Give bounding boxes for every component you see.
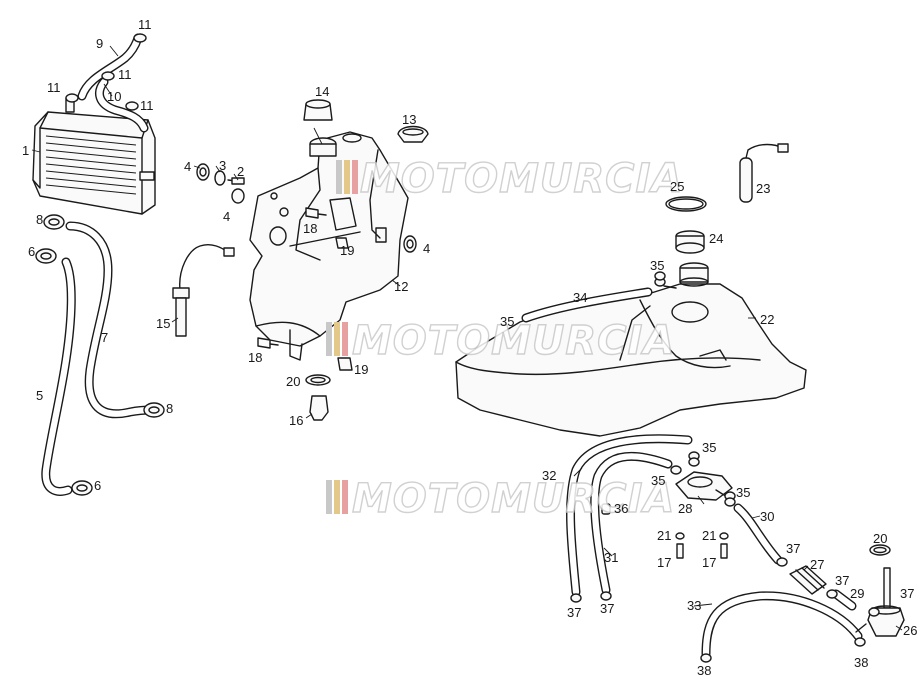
- label-37d: 37: [835, 573, 849, 588]
- label-35c: 35: [702, 440, 716, 455]
- label-11b: 11: [118, 67, 132, 82]
- label-23: 23: [756, 181, 770, 196]
- fuel-sender: [739, 143, 789, 203]
- label-33: 33: [687, 598, 701, 613]
- hose-clamps: [35, 214, 165, 496]
- radiator-hoses-upper: [77, 33, 149, 133]
- label-35a: 35: [650, 258, 664, 273]
- label-11a: 11: [138, 17, 152, 32]
- label-32: 32: [542, 468, 556, 483]
- label-17a: 17: [657, 555, 671, 570]
- watermark-text-middle: MOTOMURCIA: [352, 318, 675, 364]
- label-19b: 19: [354, 362, 368, 377]
- label-27: 27: [810, 557, 824, 572]
- vacuum-valve: [675, 471, 733, 501]
- label-4a: 4: [184, 159, 191, 174]
- caps: [303, 99, 429, 143]
- label-20b: 20: [873, 531, 887, 546]
- label-18a: 18: [303, 221, 317, 236]
- label-37e: 37: [900, 586, 914, 601]
- fuel-tap: [855, 567, 905, 637]
- watermark-bottom: MOTOMURCIA: [326, 475, 675, 523]
- label-37c: 37: [786, 541, 800, 556]
- label-20a: 20: [286, 374, 300, 389]
- label-10: 10: [107, 89, 121, 104]
- clip-20-right: [869, 544, 891, 556]
- screws-washers: [601, 503, 729, 559]
- spring-clips: [570, 451, 880, 663]
- label-15: 15: [156, 316, 170, 331]
- label-12: 12: [394, 279, 408, 294]
- label-35e: 35: [736, 485, 750, 500]
- label-4c: 4: [423, 241, 430, 256]
- watermark-top: MOTOMURCIA: [336, 155, 683, 203]
- label-35d: 35: [651, 473, 665, 488]
- label-31: 31: [604, 550, 618, 565]
- part-number-labels: 1 2 3 4 4 4 5 6 6 7 8 8 9 10 11 11 11 11…: [22, 17, 917, 678]
- fuel-lines: [566, 434, 863, 659]
- oil-tank: [249, 131, 409, 361]
- label-35b: 35: [500, 314, 514, 329]
- fuel-filter: [789, 565, 827, 595]
- watermark-text-bottom: MOTOMURCIA: [352, 476, 675, 522]
- label-11c: 11: [47, 80, 61, 95]
- label-13: 13: [402, 112, 416, 127]
- label-19a: 19: [340, 243, 354, 258]
- label-24: 24: [709, 231, 723, 246]
- vent-hose: [521, 271, 666, 323]
- label-28: 28: [678, 501, 692, 516]
- label-14: 14: [315, 84, 329, 99]
- oil-tank-fasteners: [257, 207, 353, 421]
- label-29: 29: [850, 586, 864, 601]
- label-21a: 21: [657, 528, 671, 543]
- label-5: 5: [36, 388, 43, 403]
- label-38a: 38: [697, 663, 711, 678]
- fuel-tank: [455, 262, 807, 437]
- label-22: 22: [760, 312, 774, 327]
- label-21b: 21: [702, 528, 716, 543]
- label-30: 30: [760, 509, 774, 524]
- label-6b: 6: [94, 478, 101, 493]
- label-36: 36: [614, 501, 628, 516]
- hose-clips-11: [65, 33, 147, 111]
- label-37a: 37: [567, 605, 581, 620]
- label-3: 3: [219, 158, 226, 173]
- label-7: 7: [101, 330, 108, 345]
- label-37b: 37: [600, 601, 614, 616]
- label-18b: 18: [248, 350, 262, 365]
- radiator: [32, 97, 156, 215]
- watermark-text-top: MOTOMURCIA: [360, 156, 683, 202]
- label-25: 25: [670, 179, 684, 194]
- leader-lines: [31, 45, 903, 631]
- label-26: 26: [903, 623, 917, 638]
- label-9: 9: [96, 36, 103, 51]
- label-8a: 8: [36, 212, 43, 227]
- label-1: 1: [22, 143, 29, 158]
- label-16: 16: [289, 413, 303, 428]
- label-38b: 38: [854, 655, 868, 670]
- label-34: 34: [573, 290, 587, 305]
- label-8b: 8: [166, 401, 173, 416]
- label-11d: 11: [140, 98, 154, 113]
- label-17b: 17: [702, 555, 716, 570]
- grommets-screws: [196, 163, 417, 253]
- watermark-middle: MOTOMURCIA: [326, 317, 675, 365]
- radiator-hoses-lower: [41, 221, 157, 496]
- label-2: 2: [237, 164, 244, 179]
- level-sensor: [172, 243, 235, 337]
- fuel-cap-gasket: [665, 196, 707, 254]
- label-4b: 4: [223, 209, 230, 224]
- label-6a: 6: [28, 244, 35, 259]
